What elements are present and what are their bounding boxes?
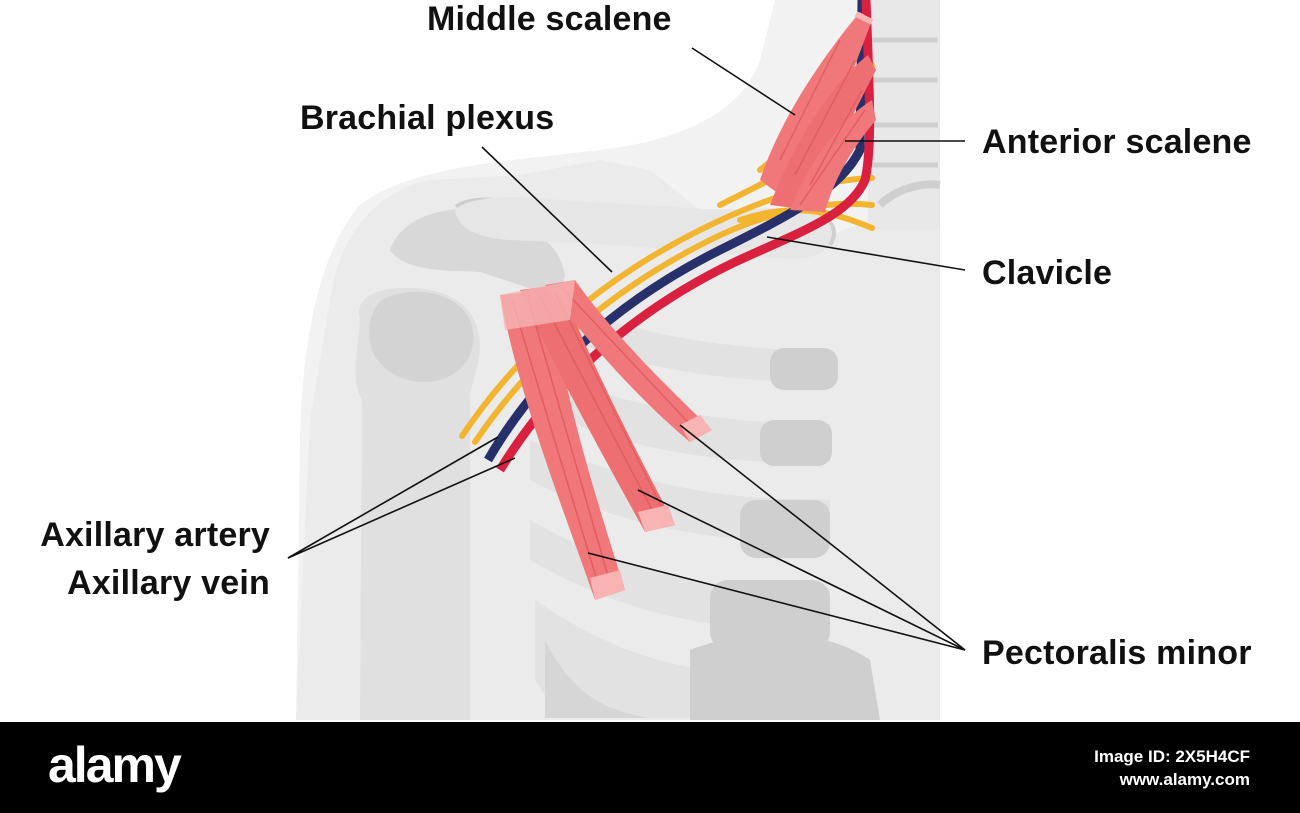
label-clavicle: Clavicle	[982, 254, 1113, 292]
pectoralis-minor-muscle	[500, 280, 712, 600]
label-pectoralis-minor: Pectoralis minor	[982, 634, 1252, 672]
label-anterior-scalene: Anterior scalene	[982, 123, 1252, 161]
cervical-spine	[868, 0, 941, 230]
site-url: www.alamy.com	[1119, 770, 1250, 789]
label-axillary-artery: Axillary artery	[40, 516, 270, 554]
brand-logo: alamy	[48, 737, 182, 793]
humerus	[355, 287, 480, 720]
leader-lines	[287, 47, 966, 651]
image-id-text: Image ID: 2X5H4CF	[1094, 747, 1250, 766]
label-brachial-plexus: Brachial plexus	[300, 99, 555, 137]
label-middle-scalene: Middle scalene	[427, 0, 672, 38]
label-axillary-vein: Axillary vein	[67, 564, 270, 602]
scalene-muscles	[760, 11, 876, 212]
watermark-footer	[0, 722, 1300, 813]
rib-cage	[530, 300, 880, 720]
